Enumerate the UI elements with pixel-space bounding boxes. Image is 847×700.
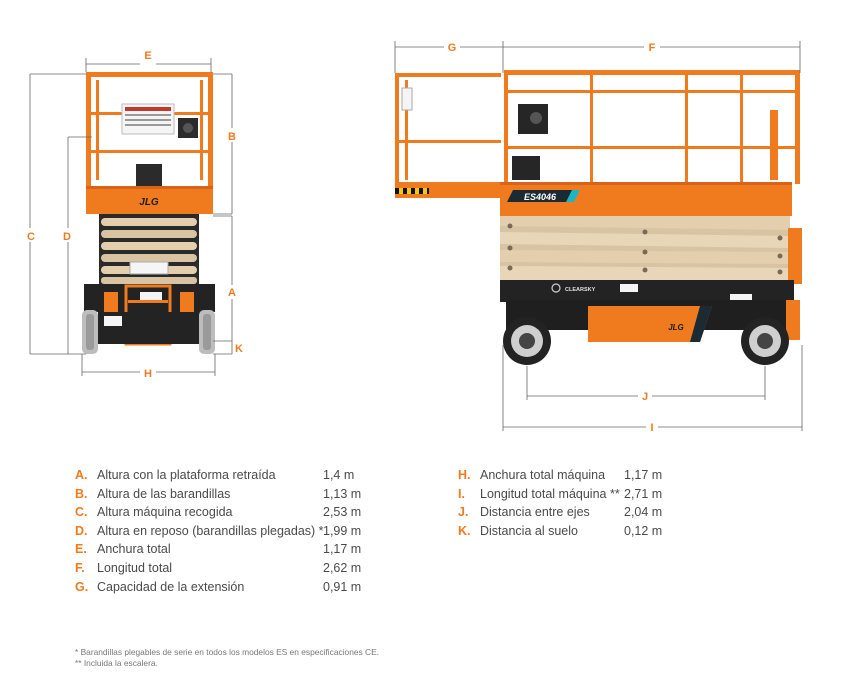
footnote-ladder: ** Incluida la escalera. — [75, 658, 158, 668]
front-left-post — [86, 72, 91, 190]
dim-label-g: G — [448, 42, 457, 54]
dim-label-e: E — [144, 50, 151, 62]
spec-value: 1,4 m — [323, 468, 355, 482]
dim-label-h: H — [144, 368, 152, 380]
front-platform-deck — [86, 186, 213, 214]
spec-letter: D. — [75, 523, 88, 538]
spec-value: 2,62 m — [323, 560, 362, 575]
spec-row: B. Altura de las barandillas 1,13 m — [75, 485, 361, 504]
spec-row: E. Anchura total 1,17 m — [75, 540, 361, 559]
dim-label-b: B — [228, 131, 236, 143]
spec-letter: J. — [458, 505, 469, 520]
side-brand-logo: JLG — [668, 323, 684, 332]
side-front-wheel — [503, 317, 551, 365]
front-top-rail — [86, 72, 213, 77]
spec-letter: G. — [75, 579, 89, 594]
side-chassis — [500, 280, 794, 302]
dim-label-c: C — [27, 231, 35, 243]
spec-row: A. Altura con la plataforma retraída 1,4… — [75, 466, 361, 485]
machine-drawings: JLG — [27, 41, 803, 434]
spec-letter: K. — [458, 523, 471, 538]
spec-label: Distancia al suelo — [480, 523, 578, 538]
spec-label: Anchura total máquina — [480, 468, 606, 482]
spec-label: Longitud total — [97, 560, 173, 575]
side-model-label: ES4046 — [524, 192, 557, 202]
spec-list-right: H. Anchura total máquina 1,17 m I. Longi… — [458, 466, 662, 540]
spec-value: 1,17 m — [323, 542, 362, 557]
spec-letter: I. — [458, 486, 465, 501]
dim-label-a: A — [228, 287, 236, 299]
spec-letter: C. — [75, 505, 88, 520]
spec-row: K. Distancia al suelo 0,12 m — [458, 522, 662, 541]
spec-value: 2,04 m — [624, 505, 663, 520]
front-view-machine: JLG — [82, 72, 215, 354]
side-extension-top-rail — [395, 73, 501, 77]
side-panel-brand: CLEARSKY — [565, 287, 596, 293]
spec-letter: F. — [75, 560, 85, 575]
spec-label: Capacidad de la extensión — [97, 579, 245, 594]
dim-label-i: I — [650, 422, 653, 434]
spec-value: 1,99 m — [323, 523, 362, 538]
front-scissor-stack — [99, 214, 199, 286]
spec-letter: H. — [458, 468, 471, 482]
footnote-folding-rails: * Barandillas plegables de serie en todo… — [75, 647, 380, 657]
spec-row: D. Altura en reposo (barandillas plegada… — [75, 522, 361, 541]
spec-row: J. Distancia entre ejes 2,04 m — [458, 503, 662, 522]
spec-value: 1,13 m — [323, 486, 362, 501]
spec-label: Altura en reposo (barandillas plegadas) … — [97, 523, 324, 538]
dim-label-d: D — [63, 231, 71, 243]
spec-label: Altura de las barandillas — [97, 486, 231, 501]
spec-value: 0,12 m — [624, 523, 663, 538]
spec-row: I. Longitud total máquina ** 2,71 m — [458, 485, 662, 504]
footnotes: * Barandillas plegables de serie en todo… — [75, 647, 379, 669]
spec-row: F. Longitud total 2,62 m — [75, 559, 361, 578]
spec-list-left: A. Altura con la plataforma retraída 1,4… — [75, 466, 361, 596]
spec-row: C. Altura máquina recogida 2,53 m — [75, 503, 361, 522]
spec-value: 2,53 m — [323, 505, 362, 520]
dim-label-f: F — [649, 42, 656, 54]
side-body-panel — [588, 306, 712, 342]
spec-letter: B. — [75, 486, 88, 501]
front-right-post — [208, 72, 213, 190]
spec-row: G. Capacidad de la extensión 0,91 m — [75, 578, 361, 597]
dim-label-j: J — [642, 391, 648, 403]
side-view-machine: ES4046 CLEARSKY JLG — [395, 70, 802, 365]
spec-value: 1,17 m — [624, 468, 663, 482]
front-brand-logo: JLG — [139, 197, 159, 208]
spec-label: Distancia entre ejes — [480, 505, 590, 520]
spec-label: Altura máquina recogida — [97, 505, 233, 520]
side-rear-wheel — [741, 317, 789, 365]
dim-label-k: K — [235, 343, 243, 355]
spec-label: Anchura total — [97, 542, 171, 557]
spec-row: H. Anchura total máquina 1,17 m — [458, 466, 662, 485]
spec-label: Longitud total máquina ** — [480, 486, 620, 501]
spec-label: Altura con la plataforma retraída — [97, 468, 276, 482]
side-top-rail — [504, 70, 800, 75]
spec-letter: A. — [75, 468, 88, 482]
side-model-badge — [507, 190, 578, 202]
spec-letter: E. — [75, 542, 87, 557]
spec-value: 0,91 m — [323, 579, 362, 594]
side-scissor-stack — [500, 216, 802, 284]
spec-value: 2,71 m — [624, 486, 663, 501]
